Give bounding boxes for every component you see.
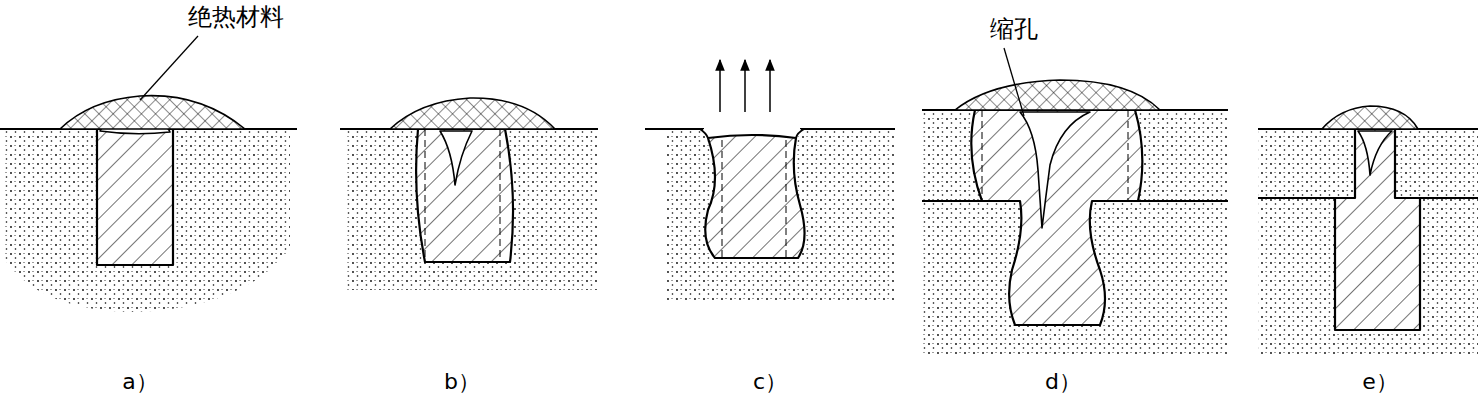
figure-label: b） (442, 369, 482, 394)
callout-label: 缩孔 (988, 16, 1040, 44)
callout-label: 绝热材料 (186, 4, 286, 32)
figure-label: d） (1043, 369, 1083, 394)
figure-label: a） (120, 369, 159, 394)
figure-label: e） (1360, 369, 1400, 394)
figure-label: c） (751, 369, 789, 394)
